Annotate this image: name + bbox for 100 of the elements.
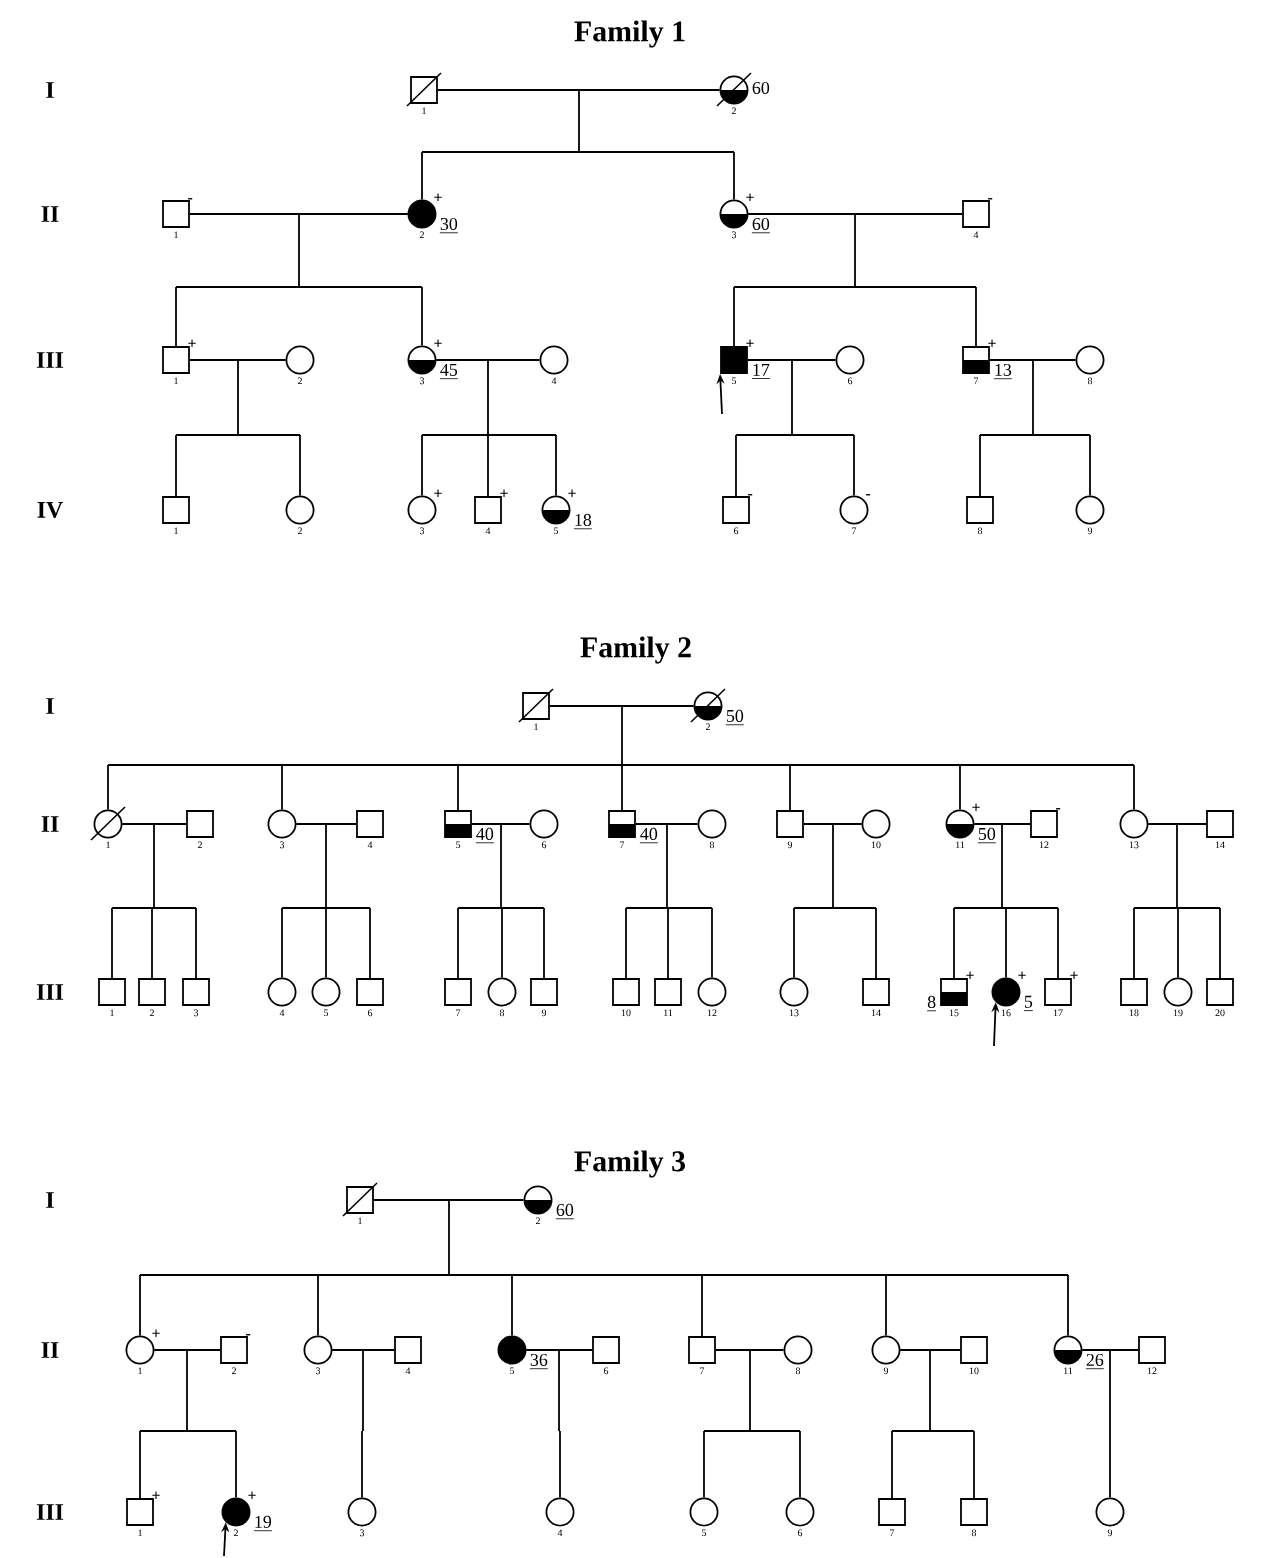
descent-line [457,823,545,979]
descent-line [175,359,301,497]
male-square [722,496,750,524]
female-circle [697,809,727,839]
female-circle [1095,1497,1125,1527]
descent-line [175,213,423,347]
female-circle [545,1497,575,1527]
descent-line [891,1349,975,1499]
female-circle [267,809,297,839]
age-label: 45 [439,363,459,380]
male-square [406,72,442,107]
descent-line [331,1349,364,1499]
female-circle [90,806,126,841]
male-square [1138,1336,1166,1364]
descent-line [281,823,371,979]
male-square [862,978,890,1006]
male-square [162,346,190,374]
age-label: 60 [752,81,770,94]
female-circle [407,345,437,375]
male-square [940,978,968,1006]
age-label: 18 [573,513,593,530]
female-circle [1119,809,1149,839]
descent-line [703,1349,801,1499]
female-circle [221,1497,251,1527]
female-circle [835,345,865,375]
female-circle [523,1185,553,1215]
male-square [688,1336,716,1364]
male-square [1206,978,1234,1006]
descent-line [525,1349,561,1499]
male-square [342,1182,378,1217]
female-circle [529,809,559,839]
male-square [474,496,502,524]
female-circle [719,199,749,229]
female-circle [541,495,571,525]
family-title: Family 1 [574,20,685,48]
female-circle [1075,345,1105,375]
age-label: 60 [555,1203,575,1220]
male-square [1206,810,1234,838]
female-circle [407,199,437,229]
male-square [530,978,558,1006]
male-square [654,978,682,1006]
male-square [960,1336,988,1364]
female-circle [303,1335,333,1365]
female-circle [871,1335,901,1365]
generation-label: III [36,984,64,1000]
female-circle [861,809,891,839]
generation-label: I [46,82,54,98]
male-square [962,200,990,228]
descent-line [107,705,1135,811]
male-square [962,346,990,374]
age-label: 8 [926,995,937,1012]
generation-label: II [41,816,59,832]
male-square [444,810,472,838]
generation-label: III [36,1504,64,1520]
female-circle [497,1335,527,1365]
female-circle [347,1497,377,1527]
female-circle [1163,977,1193,1007]
generation-label: II [41,1342,59,1358]
male-square [182,978,210,1006]
age-label: 26 [1085,1353,1105,1370]
age-label: 17 [751,363,771,379]
female-circle [487,977,517,1007]
female-circle [267,977,297,1007]
female-circle [125,1335,155,1365]
female-circle [716,72,752,107]
generation-label: III [36,352,64,368]
male-square [394,1336,422,1364]
age-label: 5 [1023,995,1034,1011]
descent-line [735,359,855,497]
male-square [162,496,190,524]
male-square [612,978,640,1006]
male-square [98,978,126,1006]
male-square [518,688,554,723]
descent-line [625,823,713,979]
male-square [138,978,166,1006]
descent-line [953,823,1059,979]
male-square [126,1498,154,1526]
female-circle [1053,1335,1083,1365]
age-label: 30 [439,217,459,234]
family-title: Family 2 [580,636,691,664]
male-square [356,810,384,838]
female-circle [697,977,727,1007]
female-circle [539,345,569,375]
age-label: 36 [529,1353,549,1370]
female-circle [945,809,975,839]
descent-line [139,1349,237,1499]
descent-line [1133,823,1221,979]
female-circle [689,1497,719,1527]
male-square [162,200,190,228]
age-label: 60 [751,217,771,234]
generation-label: I [46,698,54,714]
age-label: 13 [993,363,1013,380]
female-circle [839,495,869,525]
female-circle [1075,495,1105,525]
descent-line [421,359,557,497]
female-circle [407,495,437,525]
female-circle [285,495,315,525]
female-circle [991,977,1021,1007]
descent-line [1081,1349,1111,1499]
generation-label: II [41,206,59,222]
